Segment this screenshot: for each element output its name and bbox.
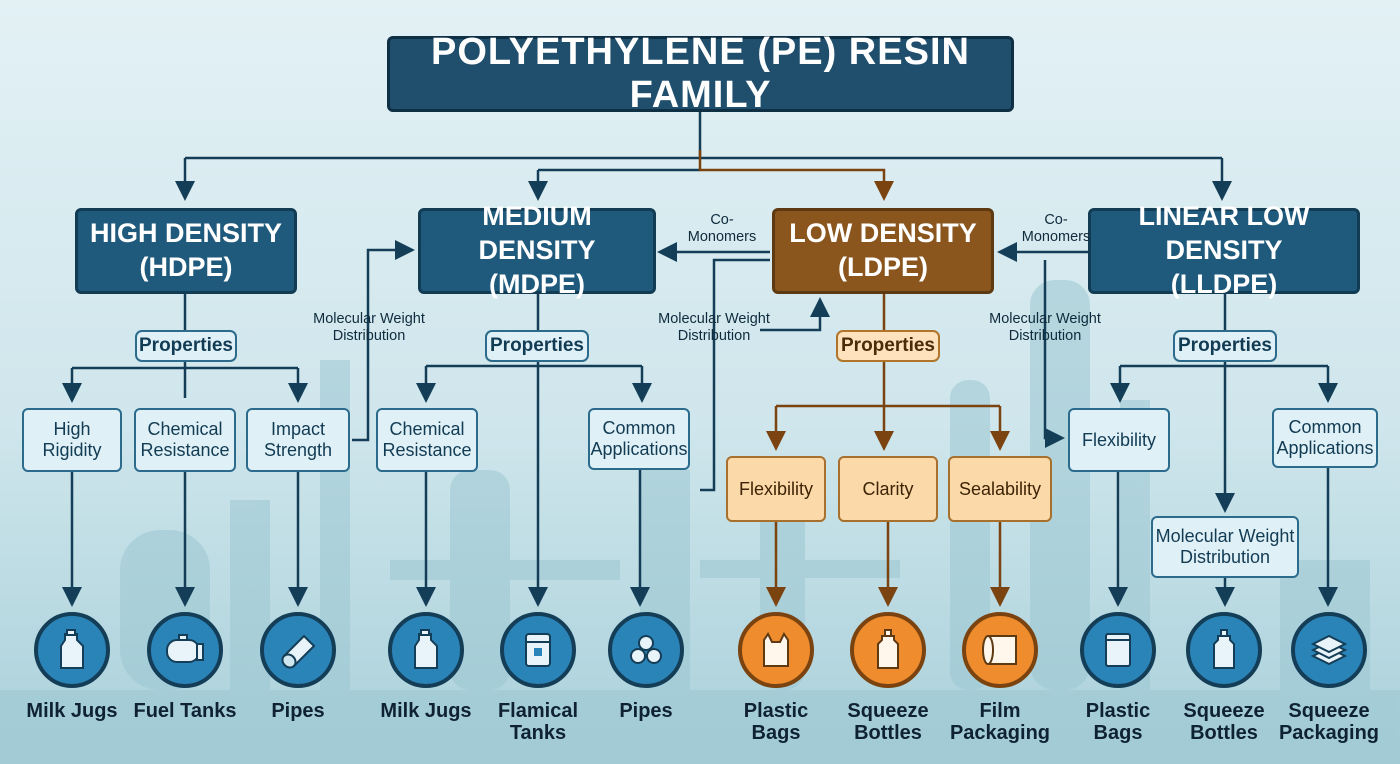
app-label-milk-jugs-hdpe: Milk Jugs [26,700,118,722]
category-lldpe: LINEAR LOW DENSITY (LLDPE) [1088,201,1360,299]
app-label-fuel-tanks: Fuel Tanks [133,700,237,722]
app-label-squeeze-bottles-lldpe: Squeeze Bottles [1183,700,1265,744]
attribute-flexibility-lldpe: Flexibility [1068,408,1170,472]
diagram-title: POLYETHYLENE (PE) RESIN FAMILY [387,31,1014,116]
pipe-icon [260,612,336,688]
app-label-flamical-tanks: Flamical Tanks [497,700,579,744]
co-monomers-note-right: Co- Monomers [1021,212,1091,245]
attribute-mwd-lldpe: Molecular Weight Distribution [1151,516,1299,578]
plastic-bag-icon [738,612,814,688]
zip-bag-icon [1080,612,1156,688]
app-label-plastic-bags-lldpe: Plastic Bags [1085,700,1151,744]
app-label-milk-jugs-mdpe: Milk Jugs [380,700,472,722]
attribute-clarity: Clarity [838,456,938,522]
squeeze-bottle-icon [1186,612,1262,688]
attribute-sealability: Sealability [948,456,1052,522]
attribute-common-applications-lldpe: Common Applications [1272,408,1378,468]
squeeze-bottle-icon [850,612,926,688]
app-label-squeeze-packaging: Squeeze Packaging [1278,700,1380,744]
co-monomers-note-left: Co- Monomers [687,212,757,245]
mwd-note-mdpe-ldpe: Molecular Weight Distribution [658,311,770,344]
app-label-plastic-bags-ldpe: Plastic Bags [743,700,809,744]
attribute-impact-strength: Impact Strength [246,408,350,472]
attribute-flexibility-ldpe: Flexibility [726,456,826,522]
attribute-chemical-resistance-hdpe: Chemical Resistance [134,408,236,472]
category-hdpe: HIGH DENSITY (HDPE) [75,208,297,294]
app-label-pipes-hdpe: Pipes [271,700,325,722]
stacked-sheets-icon [1291,612,1367,688]
milk-jug-icon [34,612,110,688]
properties-label-ldpe: Properties [836,330,940,362]
mwd-note-hdpe-mdpe: Molecular Weight Distribution [313,311,425,344]
fuel-tank-icon [147,612,223,688]
attribute-high-rigidity: High Rigidity [22,408,122,472]
properties-label-mdpe: Properties [485,330,589,362]
pipes-bundle-icon [608,612,684,688]
film-roll-icon [962,612,1038,688]
category-ldpe: LOW DENSITY (LDPE) [772,208,994,294]
attribute-common-applications-mdpe: Common Applications [588,408,690,470]
milk-jug-icon [388,612,464,688]
properties-label-lldpe: Properties [1173,330,1277,362]
app-label-film-packaging: Film Packaging [949,700,1051,744]
chemical-tank-icon [500,612,576,688]
category-mdpe: MEDIUM DENSITY (MDPE) [418,201,656,299]
app-label-squeeze-bottles-ldpe: Squeeze Bottles [847,700,929,744]
properties-label-hdpe: Properties [135,330,237,362]
mwd-note-ldpe-lldpe: Molecular Weight Distribution [989,311,1101,344]
app-label-pipes-mdpe: Pipes [619,700,673,722]
attribute-chemical-resistance-mdpe: Chemical Resistance [376,408,478,472]
